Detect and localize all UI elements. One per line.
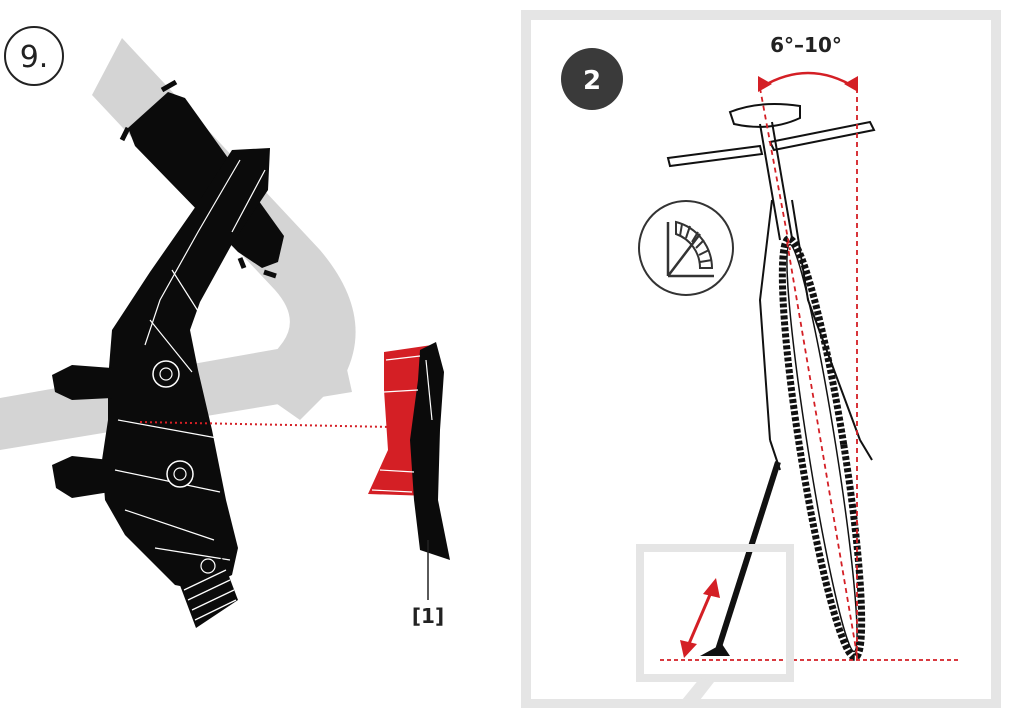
angle-arc-arrow-right — [844, 76, 858, 92]
step-badge-dark-circle — [561, 48, 623, 110]
back-clamp-plate — [52, 365, 112, 498]
zoom-box-frame — [636, 544, 794, 682]
bicycle-front-view — [666, 103, 876, 661]
kickstand-foot — [700, 644, 730, 656]
adjust-arrow-head-top — [703, 578, 720, 598]
detail-step-number: 2 — [583, 66, 601, 96]
bolt-upper-inner — [159, 367, 173, 381]
adjust-arrow-shaft — [686, 589, 714, 647]
angle-indicator — [758, 71, 858, 92]
front-wheel-inner — [786, 243, 858, 653]
bolt-lower — [166, 460, 194, 488]
leg-stub — [178, 558, 238, 628]
angle-range-label: 6°–10° — [770, 33, 842, 57]
step-number-badge: 9. — [4, 26, 64, 86]
step-9-illustration: 9. — [0, 26, 450, 628]
panel-frame — [521, 10, 1001, 708]
tilt-guide — [759, 87, 791, 251]
angle-protractor-icon — [638, 200, 734, 296]
bolt-lower-inner — [173, 467, 187, 481]
detail-panel-2: 2 6°–10° — [521, 10, 1001, 708]
spacer-black-body — [410, 342, 450, 560]
detail-step-badge: 2 — [561, 48, 623, 110]
kickstand-leg — [715, 461, 781, 651]
bolt-upper — [152, 360, 180, 388]
seatpost — [759, 121, 793, 241]
length-adjust-arrow — [680, 578, 720, 658]
upper-clamp-lip — [119, 79, 277, 279]
threaded-rods — [70, 378, 112, 482]
main-arm — [102, 148, 270, 590]
spacer-edge-lines — [371, 355, 433, 493]
step-number: 9. — [20, 40, 49, 75]
alignment-guide — [139, 421, 393, 428]
wheel-centerline — [786, 241, 858, 656]
step-number-circle — [4, 26, 64, 86]
kickstand-bracket — [52, 79, 284, 628]
zoom-box-pointer — [682, 678, 714, 700]
adjust-arrow-head-bottom — [680, 640, 697, 658]
arm-edge-lines — [114, 159, 266, 561]
spacer-part — [368, 342, 450, 560]
vertical-reference-lines — [759, 87, 858, 660]
kickstand-zoom-box — [636, 544, 794, 700]
angle-arc — [759, 71, 857, 90]
part-callout: [1] — [412, 540, 444, 628]
front-wheel — [778, 235, 866, 661]
angle-arc-arrow-left — [758, 76, 772, 92]
callout-label: [1] — [412, 604, 444, 628]
